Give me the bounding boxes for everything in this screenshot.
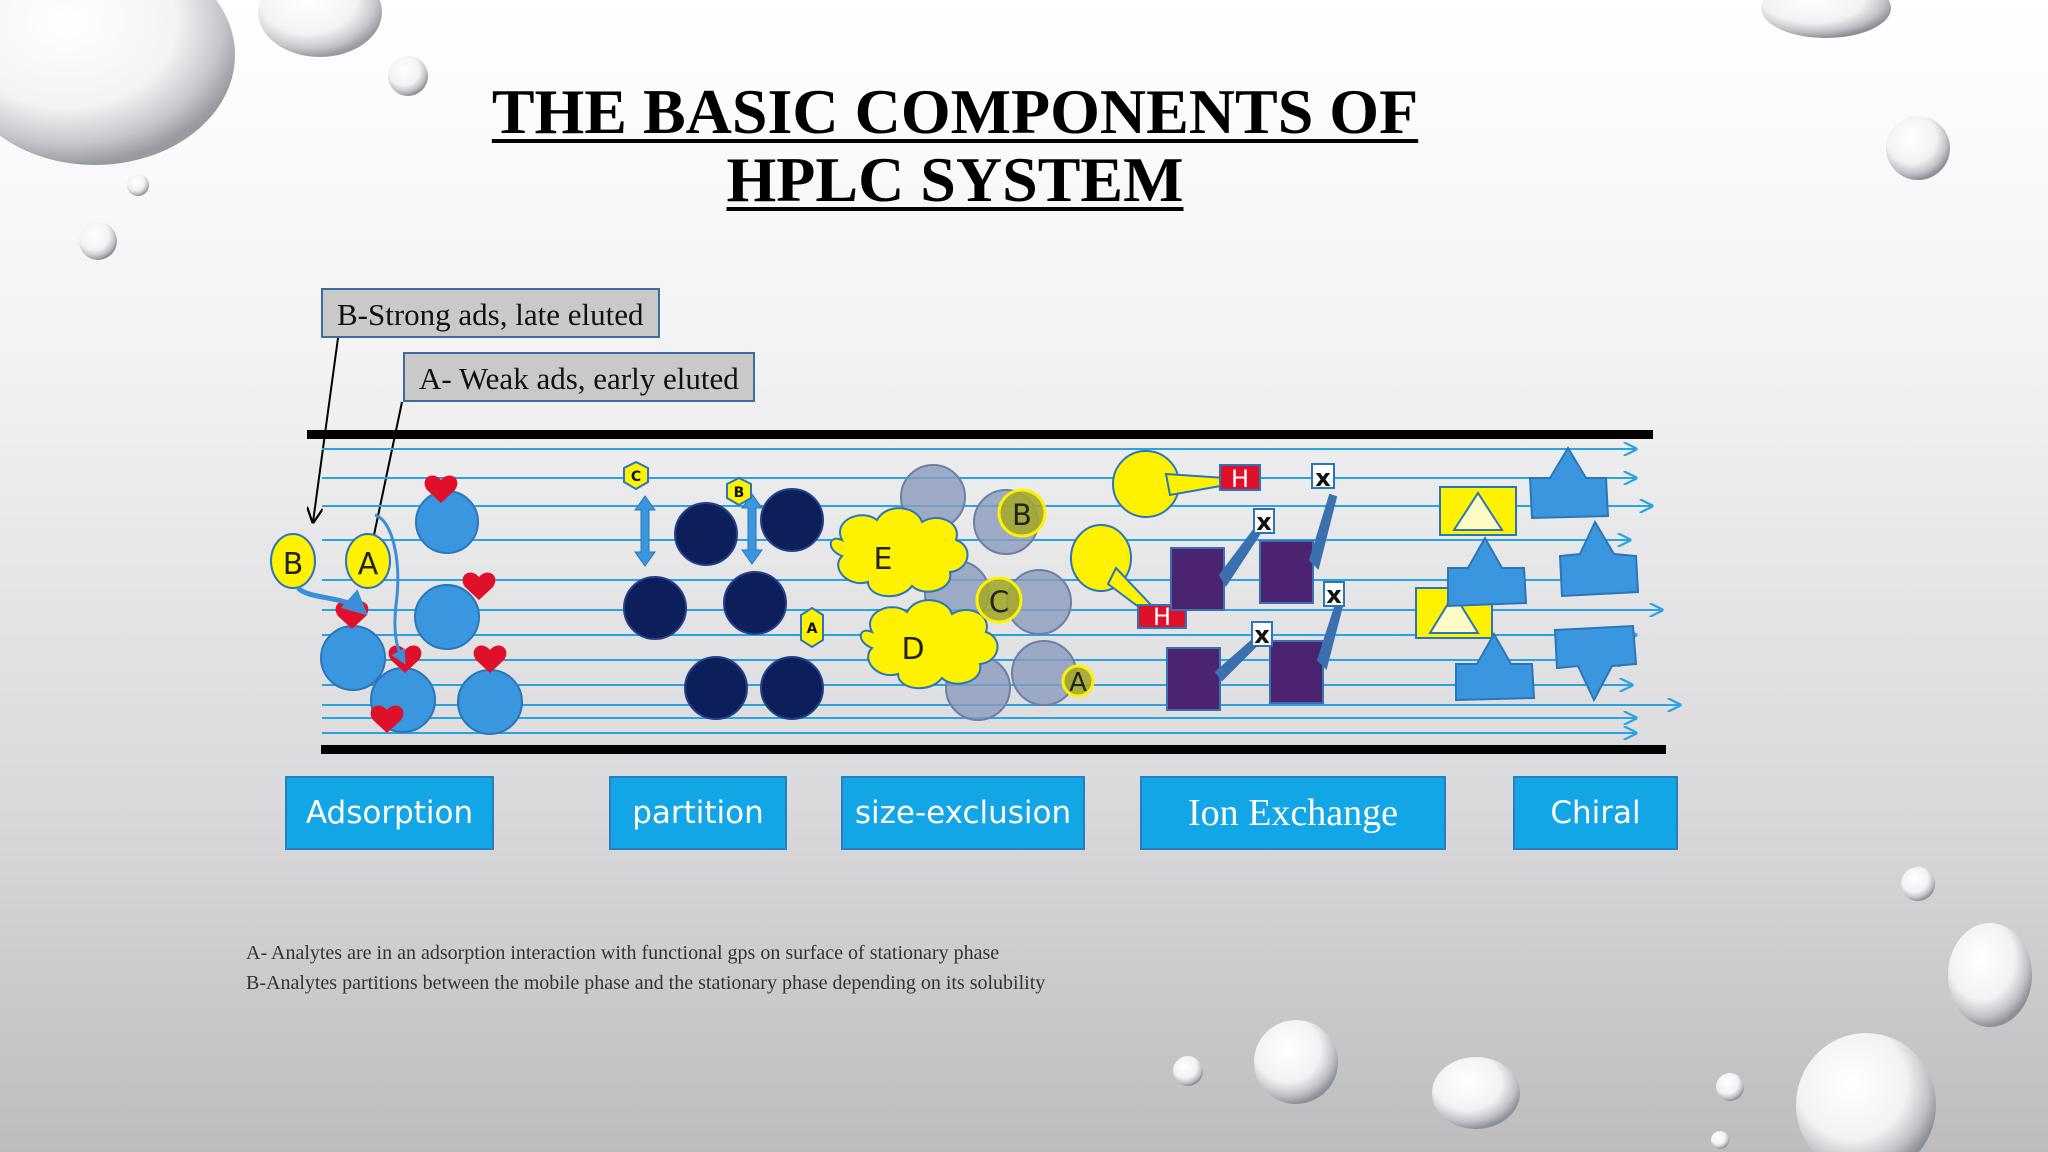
- chiral-selector: [1553, 624, 1638, 703]
- analyte-a: [345, 533, 391, 589]
- chiral-selector: [1455, 631, 1536, 702]
- mobile-phase-flow: [322, 449, 1680, 733]
- category-partition: partition: [609, 776, 787, 850]
- droplet: [388, 56, 428, 96]
- adsorbent-particle: [414, 584, 480, 650]
- chiral-selector: [1558, 519, 1640, 598]
- droplet: [1886, 116, 1950, 180]
- droplet: [0, 0, 235, 165]
- note-adsorption: A- Analytes are in an adsorption interac…: [246, 942, 1000, 964]
- x-ion-label: x: [1256, 508, 1272, 536]
- elution-arrow: [296, 585, 368, 616]
- ion-exchanger-particle: [1166, 647, 1221, 711]
- ion-exchanger-linkers: [1214, 493, 1344, 682]
- analyte-a: [800, 606, 824, 649]
- droplet: [1432, 1057, 1520, 1129]
- droplet: [1254, 1020, 1338, 1104]
- droplet: [1716, 1073, 1744, 1101]
- x-ion-label: x: [1254, 621, 1270, 649]
- analyte-b: [997, 488, 1047, 538]
- analyte-d-label: D: [901, 632, 924, 667]
- adsorbent-particle: [415, 490, 479, 554]
- callout-leader-weak: [373, 401, 403, 536]
- double-arrow-icon: [634, 493, 763, 567]
- analyte-c-label: C: [989, 585, 1009, 619]
- ion-exchanger-particle: [1170, 547, 1225, 611]
- stationary-particle: [760, 488, 824, 552]
- analyte-b-label: B: [283, 547, 304, 582]
- chiral-selector: [1528, 446, 1610, 520]
- ion-exchange-section: H H x x x x: [1070, 450, 1345, 711]
- column-bottom-wall: [321, 745, 1666, 754]
- category-adsorption: Adsorption: [285, 776, 494, 850]
- x-ion-label: x: [1315, 464, 1331, 492]
- droplet: [258, 0, 382, 57]
- stationary-particle: [674, 502, 738, 566]
- note-partition: B-Analytes partitions between the mobile…: [246, 972, 1046, 994]
- analyte-e-cloud: [829, 507, 969, 598]
- analyte-a-label: A: [807, 621, 818, 637]
- x-ion: [1251, 463, 1345, 647]
- partition-section: C B A: [623, 460, 824, 720]
- droplet: [1901, 867, 1935, 901]
- droplet: [1711, 1131, 1729, 1149]
- analyte-a: [1061, 664, 1095, 698]
- category-size-exclusion: size-exclusion: [841, 776, 1085, 850]
- stationary-particle: [760, 656, 824, 720]
- droplet: [127, 174, 149, 196]
- callout-strong-adsorption: B-Strong ads, late eluted: [321, 288, 660, 338]
- ion-tail: [1164, 472, 1227, 497]
- category-chiral: Chiral: [1513, 776, 1678, 850]
- adsorbent-particle: [320, 625, 386, 691]
- stationary-particle: [723, 571, 787, 635]
- analyte-a-label: A: [1069, 668, 1087, 698]
- column-top-wall: [307, 430, 1653, 439]
- slide-title: THE BASIC COMPONENTS OF HPLC SYSTEM: [491, 76, 1419, 215]
- droplet: [1796, 1033, 1936, 1152]
- size-exclusion-section: E D B C A: [829, 464, 1095, 721]
- chiral-selector: [1447, 535, 1528, 608]
- chiral-section: [1415, 446, 1640, 703]
- h-ion-label: H: [1231, 465, 1249, 493]
- chiral-analyte-triangle: [1428, 592, 1480, 634]
- x-ion-label: x: [1326, 581, 1342, 609]
- h-ion: [1219, 464, 1261, 491]
- analyte-c-label: C: [631, 469, 641, 485]
- droplet: [1761, 0, 1891, 38]
- droplet: [79, 222, 117, 260]
- analyte-c: [623, 460, 649, 491]
- adsorbent-particle: [457, 669, 523, 735]
- callout-weak-adsorption: A- Weak ads, early eluted: [403, 352, 755, 402]
- stationary-particle: [684, 656, 748, 720]
- analyte-b: [270, 533, 316, 589]
- analyte-c: [975, 576, 1023, 624]
- adsorption-section: B A: [270, 475, 523, 735]
- droplet: [1173, 1056, 1203, 1086]
- analyte-b-label: B: [1012, 498, 1032, 532]
- category-ion-exchange: Ion Exchange: [1140, 776, 1446, 850]
- analyte-e-label: E: [874, 542, 893, 577]
- chiral-analyte-triangle: [1452, 491, 1504, 531]
- analyte-d-cloud: [859, 599, 999, 690]
- analyte-b-label: B: [734, 485, 745, 501]
- ion-exchanger-particle: [1259, 540, 1314, 604]
- analyte-b: [726, 476, 752, 507]
- analyte-a-label: A: [358, 547, 379, 582]
- droplet: [1948, 923, 2032, 1027]
- elution-arrow: [374, 513, 406, 665]
- ion-exchanger-particle: [1269, 640, 1324, 704]
- h-ion-label: H: [1153, 603, 1171, 631]
- stationary-particle: [623, 576, 687, 640]
